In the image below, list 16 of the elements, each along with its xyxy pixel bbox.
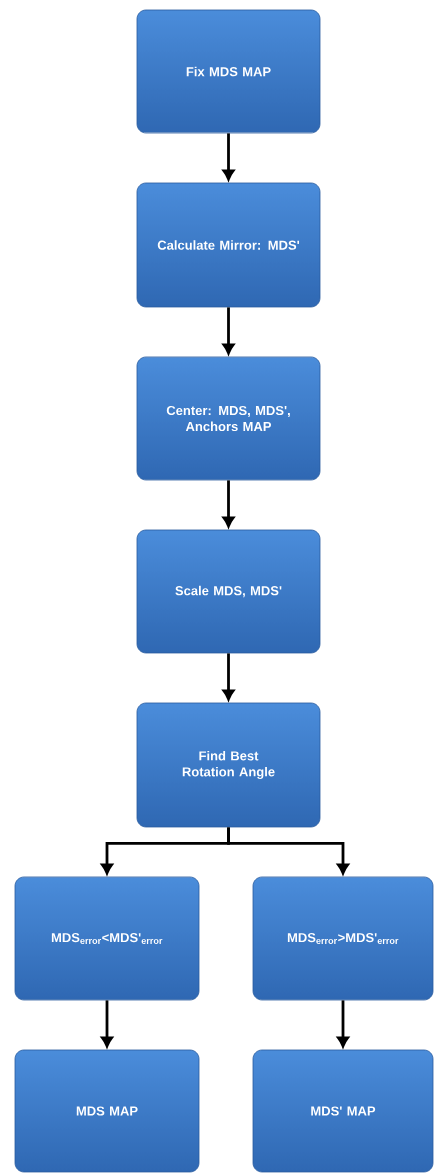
arrow [101, 1000, 113, 1048]
arrow [222, 480, 235, 528]
arrow [222, 653, 235, 701]
process-box: Find Best Rotation Angle [136, 702, 321, 828]
process-box: Center: MDS, MDS', Anchors MAP [136, 356, 321, 481]
process-box: MDS' MAP [252, 1049, 434, 1173]
process-box: MDS$_{error}$>MDS'$_{error}$ [252, 876, 434, 1001]
process-box: Calculate Mirror: MDS' [136, 182, 321, 308]
arrow [227, 827, 349, 875]
arrow [222, 307, 235, 355]
arrow [337, 1000, 349, 1048]
arrow [222, 133, 235, 181]
process-box: MDS MAP [14, 1049, 200, 1173]
process-box: Fix MDS MAP [136, 9, 321, 134]
process-box: MDS$_{error}$<MDS'$_{error}$ [14, 876, 200, 1001]
process-box: Scale MDS, MDS' [136, 529, 321, 654]
